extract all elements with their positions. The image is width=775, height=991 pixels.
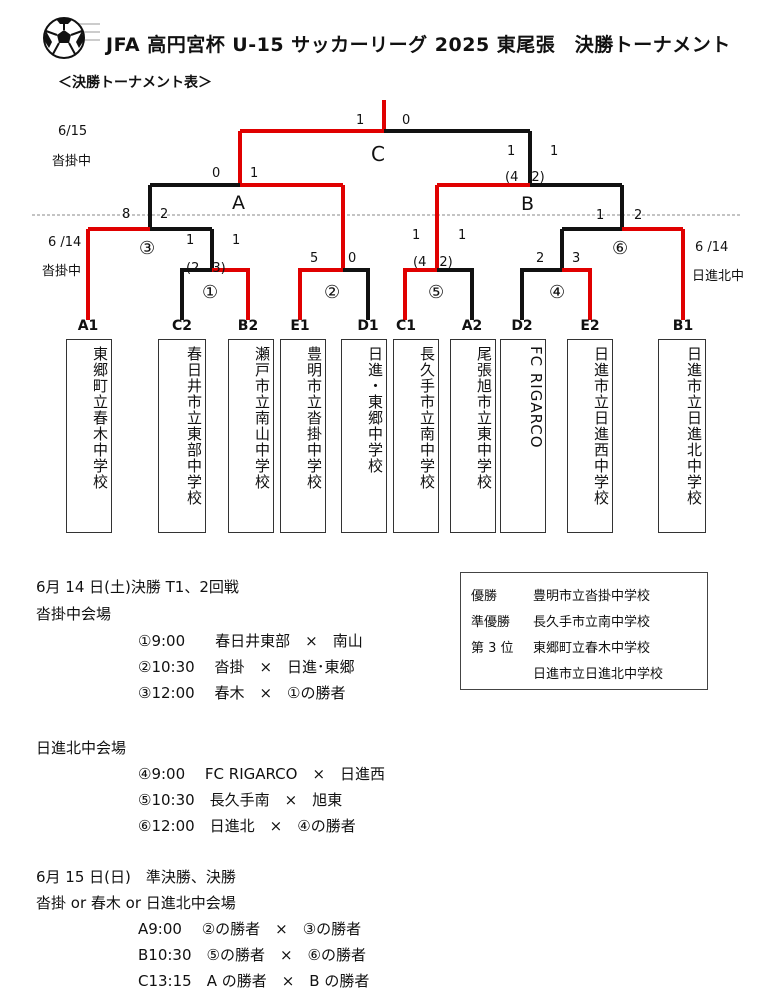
team-box: 豊明市立沓掛中学校 bbox=[280, 339, 326, 533]
team-name: 東郷町立春木中学校 bbox=[91, 346, 109, 490]
winner-label: 優勝 bbox=[471, 589, 498, 604]
m3-upper-score: 2 bbox=[160, 207, 169, 222]
team-name: 春日井市立東部中学校 bbox=[185, 346, 203, 506]
m2-score-left: 5 bbox=[310, 251, 319, 266]
final-venue: 沓掛中 bbox=[52, 154, 92, 169]
soccer-ball-icon bbox=[43, 17, 100, 59]
team-code: D1 bbox=[357, 318, 379, 334]
team-code: D2 bbox=[511, 318, 533, 334]
match-line: ①9:00 春日井東部 × 南山 bbox=[138, 632, 363, 650]
m1-label: ① bbox=[202, 282, 219, 303]
m3-score-right: 1 bbox=[232, 233, 241, 248]
venue2-heading: 日進北中会場 bbox=[36, 739, 127, 757]
match-line: ⑤10:30 長久手南 × 旭東 bbox=[138, 791, 343, 809]
left-venue: 沓掛中 bbox=[42, 264, 82, 279]
match-line: A9:00 ②の勝者 × ③の勝者 bbox=[138, 920, 362, 938]
team-code: C2 bbox=[171, 318, 192, 334]
third-name-2: 日進市立日進北中学校 bbox=[533, 667, 664, 682]
venue3-heading: 沓掛 or 春木 or 日進北中会場 bbox=[36, 894, 236, 912]
bracket-subtitle: ＜決勝トーナメント表＞ bbox=[58, 75, 212, 91]
left-date: 6 /14 bbox=[48, 235, 82, 250]
m5-label: ⑤ bbox=[428, 282, 445, 303]
final-score-left: 1 bbox=[356, 113, 365, 128]
m6-score-right: 2 bbox=[634, 208, 643, 223]
m1-pk: (2 3) bbox=[186, 261, 226, 276]
team-code: E2 bbox=[580, 318, 600, 334]
m2-label: ② bbox=[324, 282, 341, 303]
final-score-right: 0 bbox=[402, 113, 411, 128]
m4-score-left: 2 bbox=[536, 251, 545, 266]
team-code: A2 bbox=[461, 318, 483, 334]
m2-score-right: 0 bbox=[348, 251, 357, 266]
team-box: 日進・東郷中学校 bbox=[341, 339, 387, 533]
m5-pk: (4 2) bbox=[413, 255, 453, 270]
match-line: B10:30 ⑤の勝者 × ⑥の勝者 bbox=[138, 946, 366, 964]
team-name: FC RIGARCO bbox=[527, 346, 545, 449]
team-name: 豊明市立沓掛中学校 bbox=[305, 346, 323, 490]
m5-score-right: 1 bbox=[458, 228, 467, 243]
team-name: 長久手市立南中学校 bbox=[418, 346, 436, 490]
venue1-heading: 沓掛中会場 bbox=[36, 605, 112, 623]
team-box: FC RIGARCO bbox=[500, 339, 546, 533]
team-name: 尾張旭市立東中学校 bbox=[475, 346, 493, 490]
m4-label: ④ bbox=[549, 282, 566, 303]
team-box: 日進市立日進北中学校 bbox=[658, 339, 706, 533]
semi-b-score-left: 1 bbox=[507, 144, 516, 159]
m3-label: ③ bbox=[139, 238, 156, 259]
results-box: 優勝 豊明市立沓掛中学校 準優勝 長久手市立南中学校 第 3 位 東郷町立春木中… bbox=[460, 572, 708, 690]
team-box: 尾張旭市立東中学校 bbox=[450, 339, 496, 533]
team-name: 瀬戸市立南山中学校 bbox=[253, 346, 271, 490]
m6-score-left: 1 bbox=[596, 208, 605, 223]
day2-heading: 6月 15 日(日) 準決勝、決勝 bbox=[36, 868, 236, 886]
team-code: C1 bbox=[395, 318, 416, 334]
team-box: 長久手市立南中学校 bbox=[393, 339, 439, 533]
team-name: 日進・東郷中学校 bbox=[366, 346, 384, 474]
team-box: 瀬戸市立南山中学校 bbox=[228, 339, 274, 533]
match-line: ③12:00 春木 × ①の勝者 bbox=[138, 684, 346, 702]
runnerup-name: 長久手市立南中学校 bbox=[533, 615, 651, 630]
tournament-bracket bbox=[32, 100, 742, 320]
team-name: 日進市立日進西中学校 bbox=[592, 346, 610, 506]
m4-score-right: 3 bbox=[572, 251, 581, 266]
semi-a-score-left: 0 bbox=[212, 166, 221, 181]
right-venue: 日進北中 bbox=[692, 269, 745, 284]
page-title: JFA 高円宮杯 U-15 サッカーリーグ 2025 東尾張 決勝トーナメント bbox=[106, 34, 731, 56]
runnerup-label: 準優勝 bbox=[471, 615, 511, 630]
team-name: 日進市立日進北中学校 bbox=[685, 346, 703, 506]
semi-b-pk: (4 2) bbox=[505, 170, 545, 185]
m5-score-left: 1 bbox=[412, 228, 421, 243]
match-line: ②10:30 沓掛 × 日進･東郷 bbox=[138, 658, 355, 676]
semi-b-label: B bbox=[521, 193, 535, 215]
m3-a1-score: 8 bbox=[122, 207, 131, 222]
day1-heading: 6月 14 日(土)決勝 T1、2回戦 bbox=[36, 578, 239, 596]
third-name-1: 東郷町立春木中学校 bbox=[533, 641, 651, 656]
team-box: 日進市立日進西中学校 bbox=[567, 339, 613, 533]
semi-a-score-right: 1 bbox=[250, 166, 259, 181]
m3-score-left: 1 bbox=[186, 233, 195, 248]
team-box: 春日井市立東部中学校 bbox=[158, 339, 206, 533]
third-label: 第 3 位 bbox=[471, 641, 514, 656]
match-line: C13:15 A の勝者 × B の勝者 bbox=[138, 972, 370, 990]
team-box: 東郷町立春木中学校 bbox=[66, 339, 112, 533]
team-code: B1 bbox=[672, 318, 694, 334]
match-line: ④9:00 FC RIGARCO × 日進西 bbox=[138, 765, 386, 783]
match-line: ⑥12:00 日進北 × ④の勝者 bbox=[138, 817, 356, 835]
team-code: E1 bbox=[290, 318, 310, 334]
semi-b-score-right: 1 bbox=[550, 144, 559, 159]
final-date: 6/15 bbox=[58, 124, 88, 139]
final-label: C bbox=[371, 142, 385, 166]
right-date: 6 /14 bbox=[695, 240, 729, 255]
team-code: B2 bbox=[237, 318, 259, 334]
semi-a-label: A bbox=[232, 192, 245, 214]
winner-name: 豊明市立沓掛中学校 bbox=[533, 589, 651, 604]
m6-label: ⑥ bbox=[612, 238, 629, 259]
team-code: A1 bbox=[77, 318, 99, 334]
